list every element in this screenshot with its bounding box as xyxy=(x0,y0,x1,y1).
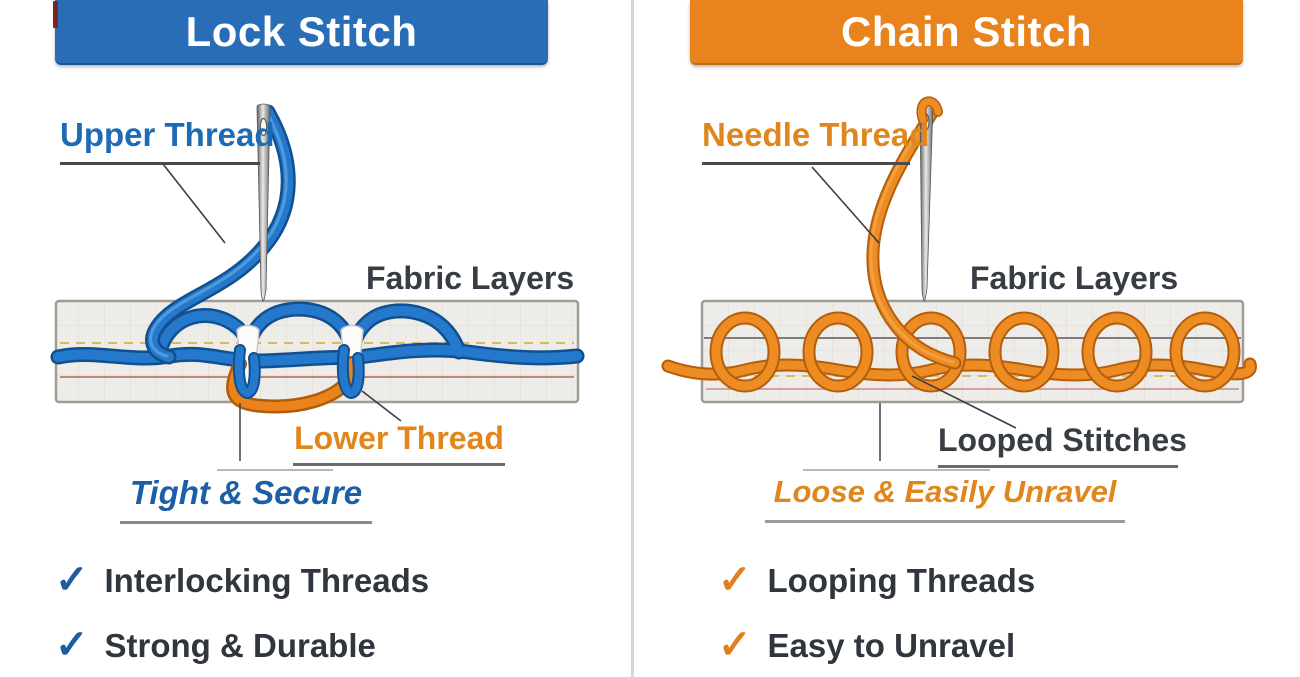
fabric-layers-label-left: Fabric Layers xyxy=(366,260,575,296)
bullet-strong-durable: ✓ Strong & Durable xyxy=(55,625,376,667)
lower-thread-label: Lower Thread xyxy=(293,420,505,466)
bullet-easy-unravel: ✓ Easy to Unravel xyxy=(718,625,1015,667)
chain-stitch-title: Chain Stitch xyxy=(840,7,1092,55)
callout-lines-right xyxy=(803,166,1017,471)
chain-stitch-diagram xyxy=(650,0,1300,471)
chain-stitch-header: Chain Stitch xyxy=(690,0,1243,65)
needle-icon xyxy=(256,103,271,302)
checkmark-icon: ✓ xyxy=(718,558,752,602)
bullet-label: Easy to Unravel xyxy=(767,627,1016,664)
looped-stitches-label: Looped Stitches xyxy=(938,422,1187,468)
bullet-looping-threads: ✓ Looping Threads xyxy=(718,560,1035,602)
loose-unravel-caption: Loose & Easily Unravel xyxy=(765,474,1125,523)
bullet-label: Interlocking Threads xyxy=(104,562,430,599)
bullet-interlocking-threads: ✓ Interlocking Threads xyxy=(55,560,429,602)
center-divider xyxy=(631,0,634,677)
fabric-layers-label-right: Fabric Layers xyxy=(970,260,1179,296)
checkmark-icon: ✓ xyxy=(55,558,89,602)
bullet-label: Looping Threads xyxy=(767,562,1036,599)
checkmark-icon: ✓ xyxy=(55,623,89,667)
lock-stitch-header: Lock Stitch xyxy=(55,0,548,65)
checkmark-icon: ✓ xyxy=(718,623,752,667)
tight-secure-caption: Tight & Secure xyxy=(120,474,372,524)
lock-stitch-diagram xyxy=(0,103,650,471)
banner-edge-mark xyxy=(53,1,58,28)
lock-stitch-title: Lock Stitch xyxy=(185,7,418,55)
bullet-label: Strong & Durable xyxy=(104,627,376,664)
fabric-band-right xyxy=(700,299,1245,404)
needle-thread-label: Needle Thread xyxy=(702,116,929,165)
upper-thread-label: Upper Thread xyxy=(60,116,275,165)
callout-lines-left xyxy=(162,163,402,471)
